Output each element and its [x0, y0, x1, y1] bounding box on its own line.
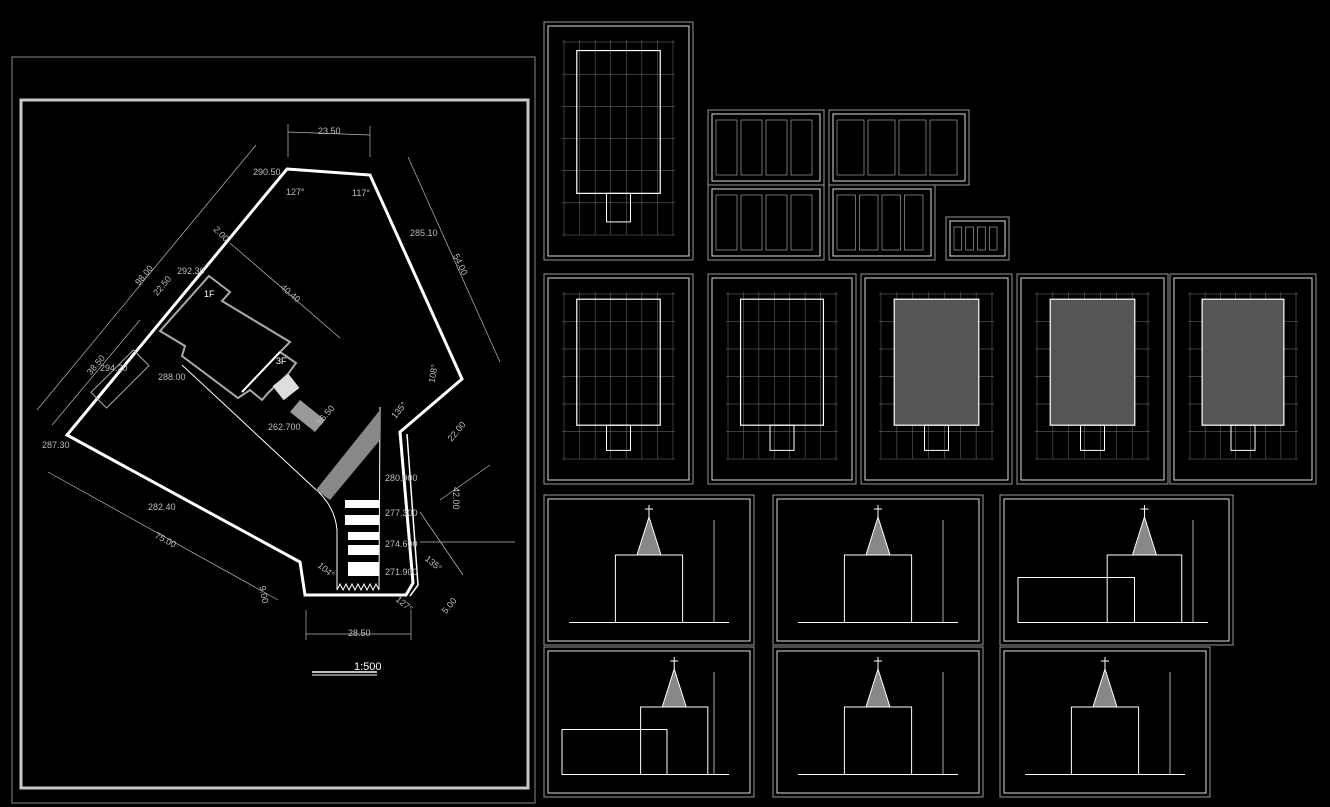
site-boundary — [64, 167, 464, 597]
tower-outline — [924, 424, 949, 451]
spire-icon — [661, 667, 687, 708]
dim-label: 22.00 — [446, 420, 468, 444]
floor-plan-outline — [576, 298, 661, 426]
road-edge — [181, 364, 381, 591]
floor-plan-outline — [1201, 298, 1285, 426]
tower-outline — [1230, 424, 1256, 451]
hatched-slope — [316, 410, 380, 500]
angle-label: 117° — [352, 188, 370, 198]
drawing-sheet-roof[interactable] — [1016, 273, 1169, 485]
dim-label: 9.00 — [257, 585, 270, 604]
elevation-label: 288.00 — [158, 372, 186, 382]
floor-plan-outline — [739, 298, 825, 426]
elevation-label: 271.900 — [385, 567, 418, 577]
spire-icon — [1131, 515, 1158, 556]
floor-label-3f: 3F — [276, 356, 287, 366]
drawing-sheet-plan[interactable] — [543, 273, 694, 485]
drawing-sheet-detail[interactable] — [707, 184, 825, 261]
site-plan-sheet-frame — [19, 98, 530, 790]
drawing-sheet-roof[interactable] — [860, 273, 1013, 485]
drawing-sheet-front[interactable] — [999, 646, 1211, 798]
drawing-sheet-plan[interactable] — [543, 21, 694, 261]
spire-icon — [636, 515, 662, 556]
dim-label: 54.00 — [451, 252, 470, 277]
dim-label: 285.10 — [410, 228, 438, 238]
drawing-sheets — [543, 21, 1317, 798]
site-plan-sheet-outer — [11, 56, 536, 804]
angle-label: 108° — [427, 363, 440, 383]
dim-label: 42.00 — [451, 487, 461, 510]
dimension-lines — [36, 124, 515, 640]
tower-outline — [769, 424, 795, 451]
elevation-facade — [640, 706, 709, 775]
angle-label: 127° — [394, 594, 415, 614]
floor-label-1f: 1F — [204, 289, 215, 299]
elevation-label: 292.30 — [177, 266, 205, 276]
floor-plan-outline — [576, 49, 661, 194]
site-boundary-inner — [406, 433, 419, 597]
elevation-label: 277.300 — [385, 508, 418, 518]
elevation-label: 282.40 — [148, 502, 176, 512]
drawing-sheet-roof[interactable] — [1169, 273, 1317, 485]
elevation-label: 294.20 — [100, 363, 128, 373]
elevation-facade — [843, 554, 913, 623]
elevation-facade — [614, 554, 684, 623]
drawing-sheet-detail[interactable] — [707, 109, 825, 186]
dim-label: 23.50 — [318, 126, 341, 136]
church-building-outline — [158, 274, 298, 402]
drawing-sheet-detail[interactable] — [828, 184, 936, 261]
elevation-label: 274.600 — [385, 539, 418, 549]
elevation-facade — [843, 706, 913, 775]
dim-label: 28.50 — [348, 628, 371, 638]
drawing-sheet-detail[interactable] — [828, 109, 970, 186]
dim-label: 16.50 — [314, 403, 336, 427]
entrance-steps — [290, 400, 325, 432]
drawing-sheet-front[interactable] — [543, 494, 755, 646]
drawing-sheet-front[interactable] — [772, 646, 984, 798]
elevation-label: 280.000 — [385, 473, 418, 483]
tower-outline — [606, 424, 631, 451]
dim-label: 5.00 — [440, 596, 459, 616]
dim-label: 75.00 — [153, 530, 178, 549]
stairs — [345, 500, 379, 576]
parking-area — [90, 349, 150, 409]
floor-plan-outline — [893, 298, 980, 426]
spire-icon — [1092, 667, 1118, 708]
site-plan: 23.50 290.50 127° 117° 285.10 54.00 2.00… — [36, 124, 515, 676]
elevation-label: 262.700 — [268, 422, 301, 432]
angle-label: 127° — [286, 187, 305, 197]
angle-label: 135° — [423, 553, 444, 573]
retaining-wall — [336, 582, 380, 592]
drawing-sheet-side[interactable] — [999, 494, 1234, 646]
building-partition — [241, 351, 281, 393]
drawing-sheet-front[interactable] — [772, 494, 984, 646]
bell-tower — [272, 373, 300, 401]
elevation-facade — [1106, 554, 1183, 623]
angle-label: 135° — [389, 400, 409, 421]
scale-label: 1:500 — [354, 661, 382, 673]
floor-plan-outline — [1049, 298, 1136, 426]
drawing-sheet-detail[interactable] — [945, 216, 1010, 261]
drawing-sheet-side[interactable] — [543, 646, 755, 798]
dim-label: 22.50 — [151, 274, 173, 298]
elevation-facade — [1070, 706, 1140, 775]
angle-label: 104° — [316, 560, 337, 580]
spire-icon — [865, 515, 891, 556]
dim-label: 290.50 — [253, 167, 281, 177]
spire-icon — [865, 667, 891, 708]
tower-outline — [1080, 424, 1105, 451]
drawing-sheet-plan[interactable] — [707, 273, 857, 485]
dim-label: 40.40 — [279, 282, 303, 304]
tower-outline — [606, 192, 631, 223]
dim-label: 98.00 — [133, 263, 155, 287]
elevation-label: 287.30 — [42, 440, 70, 450]
